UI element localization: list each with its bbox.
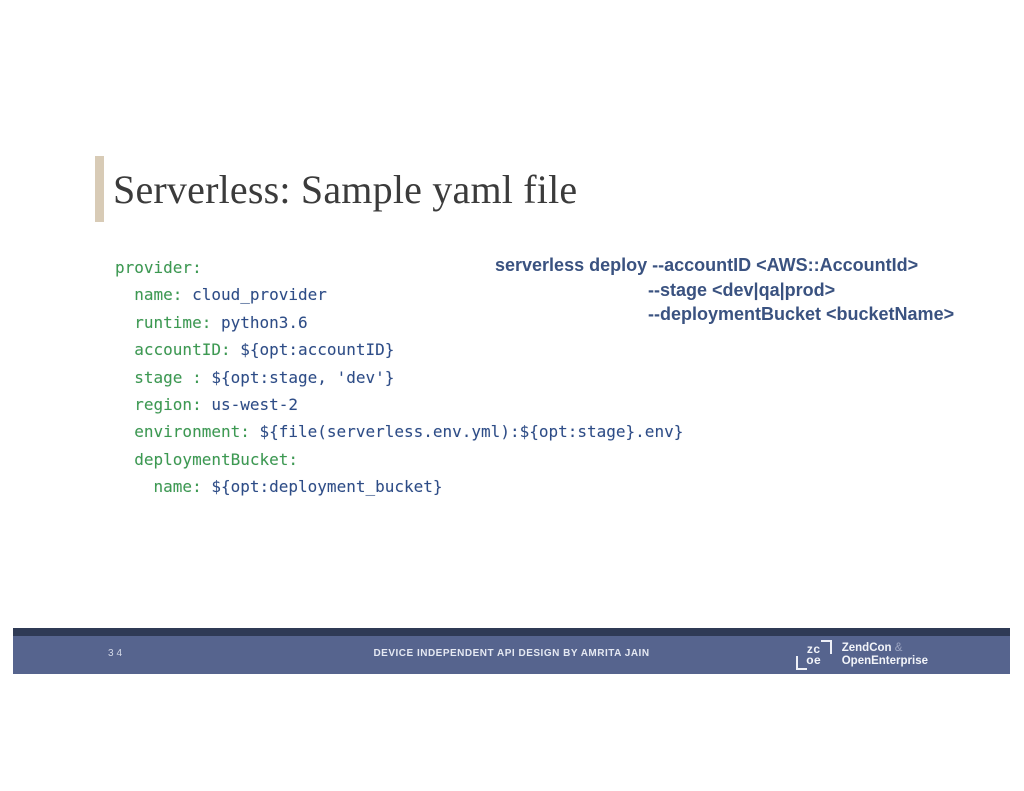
code-value: us-west-2 <box>201 395 299 415</box>
title-accent-bar <box>95 156 104 222</box>
deploy-command-line-3: --deploymentBucket <bucketName> <box>648 304 955 324</box>
logo-mark-top-text: zc <box>806 642 821 656</box>
slide-footer: 34 DEVICE INDEPENDENT API DESIGN BY AMRI… <box>13 628 1010 674</box>
code-value: ${file(serverless.env.yml):${opt:stage}.… <box>249 422 684 442</box>
code-key: runtime: <box>115 312 212 332</box>
code-value: cloud_provider <box>182 285 327 305</box>
code-line: accountID: ${opt:accountID} <box>115 336 683 363</box>
code-line: environment: ${file(serverless.env.yml):… <box>115 418 683 445</box>
footer-top-strip <box>13 628 1010 636</box>
code-value: python3.6 <box>211 312 308 332</box>
code-key: provider: <box>115 258 202 277</box>
deploy-command-line-1: serverless deploy --accountID <AWS::Acco… <box>495 255 919 275</box>
code-value: ${opt:accountID} <box>230 340 395 360</box>
code-key: region: <box>115 395 202 415</box>
page-title: Serverless: Sample yaml file <box>113 166 578 212</box>
title-block: Serverless: Sample yaml file <box>95 156 577 222</box>
code-value: ${opt:deployment_bucket} <box>201 477 443 497</box>
logo-text: ZendCon & OpenEnterprise <box>842 642 928 668</box>
logo-bracket-top-right-icon <box>820 640 832 654</box>
logo-mark-bottom-text: oe <box>806 653 822 667</box>
footer-caption: DEVICE INDEPENDENT API DESIGN BY AMRITA … <box>373 648 650 659</box>
code-line: runtime: python3.6 <box>115 309 683 336</box>
code-line: name: cloud_provider <box>115 281 683 308</box>
code-line: deploymentBucket: <box>115 446 683 473</box>
code-key: name: <box>115 477 202 497</box>
footer-bar: 34 DEVICE INDEPENDENT API DESIGN BY AMRI… <box>13 636 1010 674</box>
code-key: accountID: <box>115 340 231 360</box>
code-line: provider: <box>115 254 683 281</box>
deploy-command-line-2: --stage <dev|qa|prod> <box>648 279 836 300</box>
zendcon-logo-mark-icon: zc oe <box>794 640 834 670</box>
logo-ampersand: & <box>894 642 903 654</box>
code-key: name: <box>115 285 183 305</box>
zendcon-logo: zc oe ZendCon & OpenEnterprise <box>794 640 928 670</box>
yaml-code-block: provider: name: cloud_provider runtime: … <box>115 254 683 501</box>
code-key: stage : <box>115 367 202 387</box>
code-line: stage : ${opt:stage, 'dev'} <box>115 364 683 391</box>
deploy-command-block: serverless deploy --accountID <AWS::Acco… <box>495 253 954 327</box>
code-line: region: us-west-2 <box>115 391 683 418</box>
logo-name-line-2: OpenEnterprise <box>841 655 928 667</box>
code-line: name: ${opt:deployment_bucket} <box>115 473 683 500</box>
logo-name-line-1: ZendCon & <box>842 642 928 655</box>
logo-bracket-bottom-left-icon <box>795 656 807 670</box>
code-key: deploymentBucket: <box>115 449 299 469</box>
code-key: environment: <box>115 422 250 442</box>
logo-name-main: ZendCon <box>841 642 892 654</box>
code-value: ${opt:stage, 'dev'} <box>201 367 395 387</box>
page-number: 34 <box>108 648 126 659</box>
